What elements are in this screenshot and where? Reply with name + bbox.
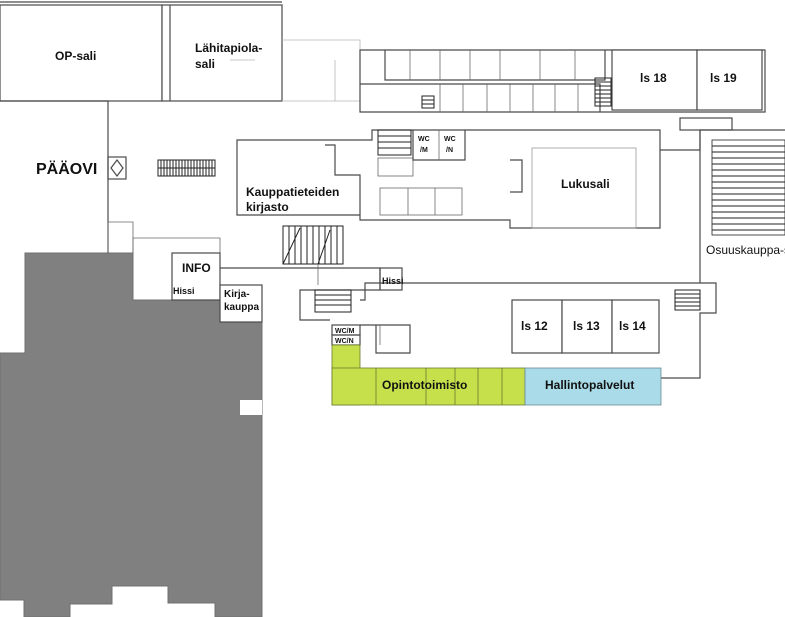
wc-top-n-label-2: /N	[446, 147, 453, 154]
entrance-stairs	[157, 159, 216, 177]
ls18-label: ls 18	[640, 71, 667, 85]
ls14-room	[611, 299, 660, 354]
lahitapiola-label-line1: Lähitapiola-	[195, 41, 262, 55]
lukusali-label: Lukusali	[561, 177, 610, 191]
lukusali-room	[531, 147, 637, 229]
ls12-label: ls 12	[521, 319, 548, 333]
lahitapiola-sali-room	[161, 4, 283, 102]
hissi-mid-label: Hissi	[382, 276, 404, 286]
stairs-ls18	[594, 77, 612, 107]
kirjasto-label-line1: Kauppatieteiden	[246, 185, 339, 199]
opintotoimisto-area	[331, 367, 526, 406]
hissi-left-label: Hissi	[173, 286, 195, 296]
osuuskauppa-label: Osuuskauppa-s	[706, 243, 785, 257]
kirjakauppa-label-line2: kauppa	[224, 302, 259, 313]
wc-top-n-label-1: WC	[444, 136, 456, 143]
paaovi-label: PÄÄOVI	[36, 160, 97, 178]
stairs-wc-top	[377, 129, 412, 156]
kirjasto-label-line2: kirjasto	[246, 200, 289, 214]
adjacent-building-notch	[240, 400, 262, 415]
ls13-label: ls 13	[573, 319, 600, 333]
hallintopalvelut-label: Hallintopalvelut	[545, 378, 634, 392]
wc-mid-n-label: WC/N	[335, 338, 354, 345]
osuuskauppa-seating	[711, 139, 785, 236]
wc-mid-m-label: WC/M	[335, 328, 355, 335]
ls19-label: ls 19	[710, 71, 737, 85]
info-desk	[171, 252, 221, 301]
ls14-label: ls 14	[619, 319, 646, 333]
info-label: INFO	[182, 261, 211, 275]
main-door-frame	[107, 156, 127, 180]
wc-top-m-label-1: WC	[418, 136, 430, 143]
wc-top-m-label-2: /M	[420, 147, 428, 154]
stairs-ls14	[674, 289, 701, 311]
op-sali-label: OP-sali	[55, 49, 96, 63]
ls13-room	[561, 299, 613, 354]
central-stairs	[282, 225, 344, 265]
ls19-room	[696, 49, 763, 111]
hallintopalvelut-area	[524, 367, 662, 406]
kirjakauppa-room	[219, 284, 263, 323]
opintotoimisto-label: Opintotoimisto	[382, 378, 467, 392]
lahitapiola-label-line2: sali	[195, 57, 215, 71]
ls12-room	[511, 299, 563, 354]
stairs-wc-mid	[314, 289, 352, 313]
op-sali-room	[0, 4, 163, 102]
kirjakauppa-label-line1: Kirja-	[224, 289, 250, 300]
ls18-room	[611, 49, 698, 111]
stairs-top-left-wing	[421, 95, 435, 109]
